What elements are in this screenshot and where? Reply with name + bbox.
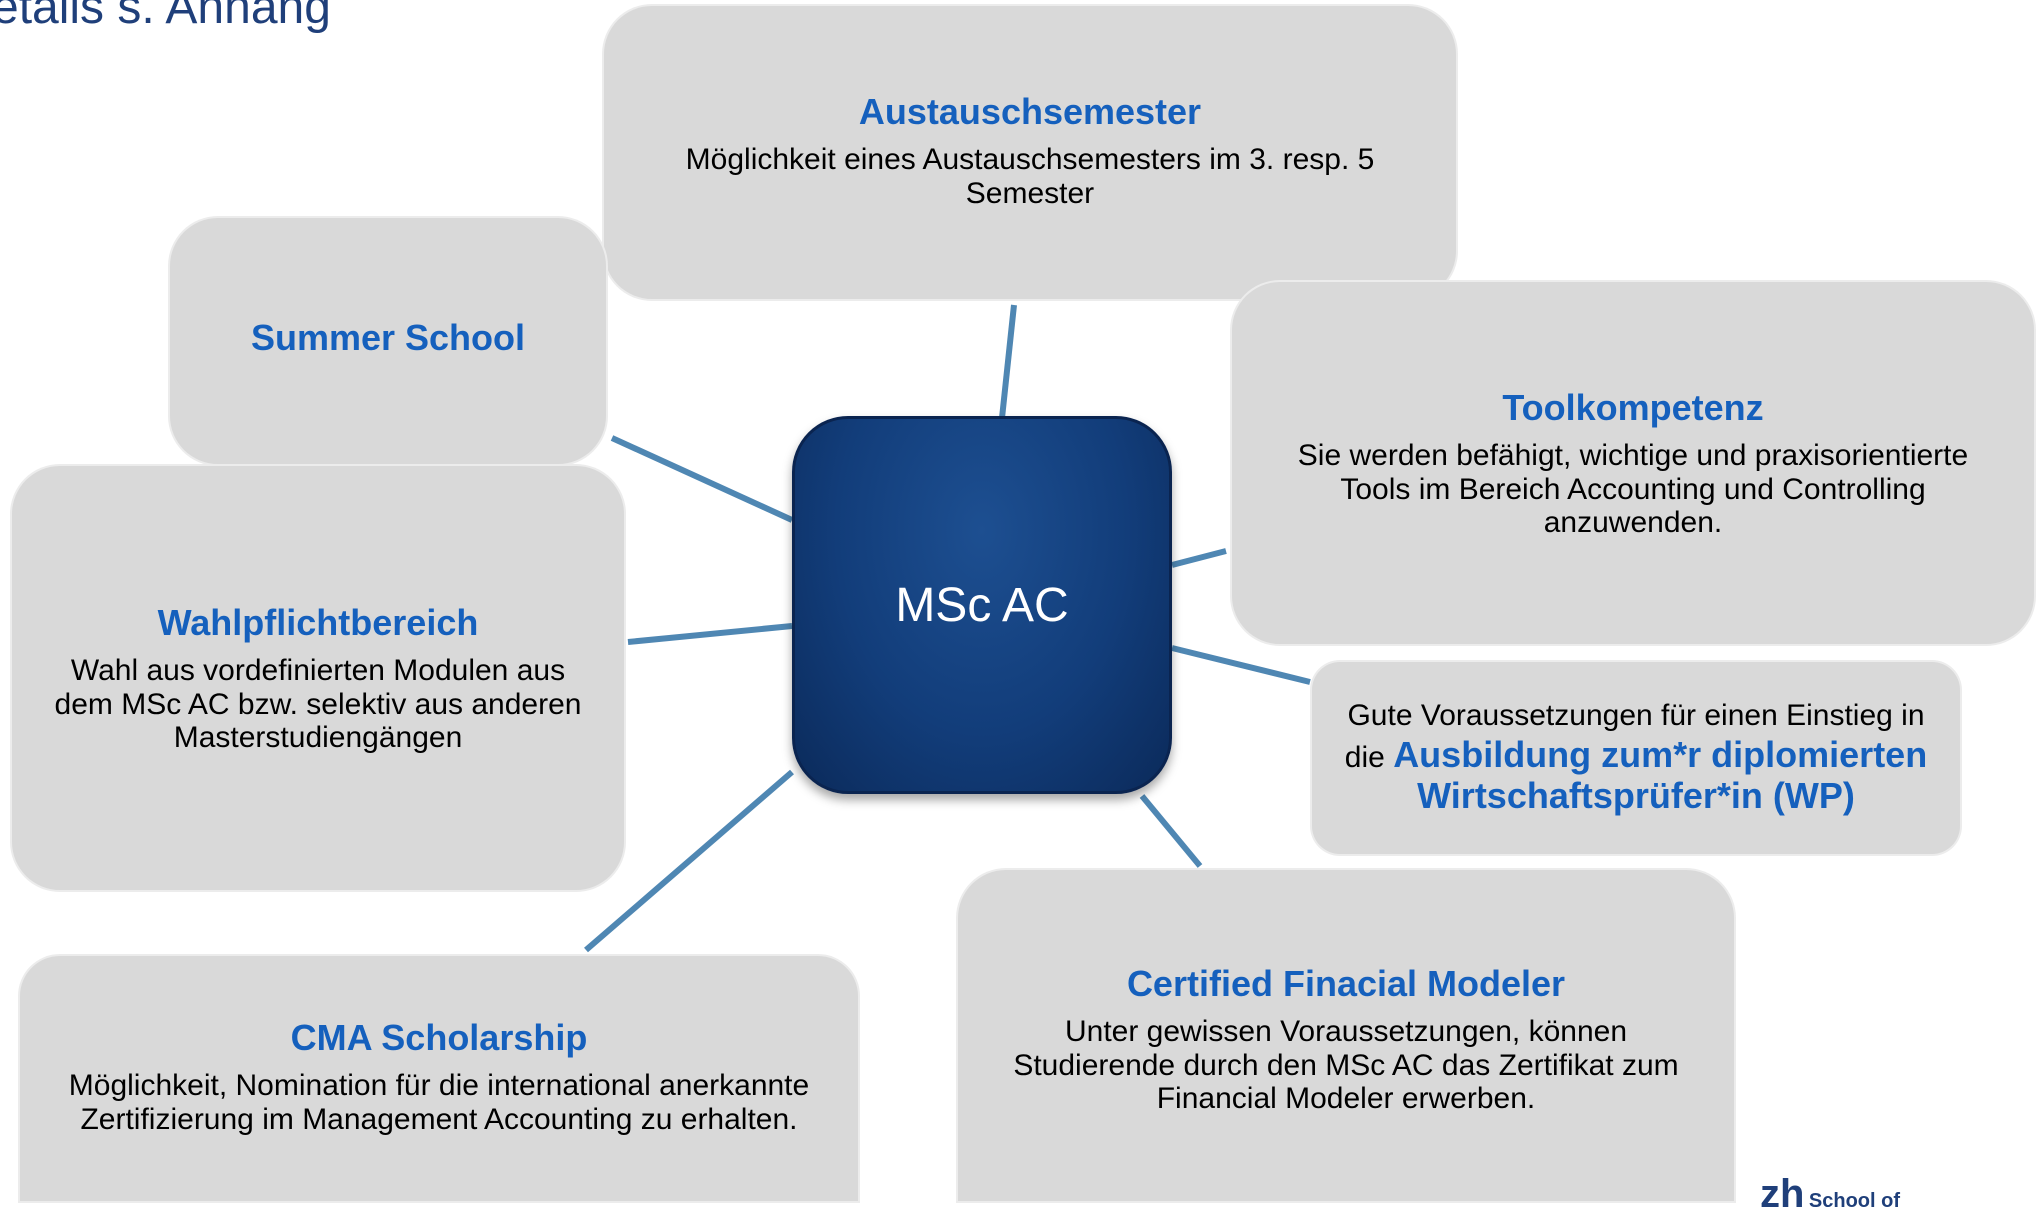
node-title: Toolkompetenz [1502, 387, 1764, 429]
wp-highlight: Ausbildung zum*r diplomierten Wirtschaft… [1393, 733, 1928, 817]
node-body: Unter gewissen Voraussetzungen, können S… [1013, 1015, 1679, 1116]
connector-cfm [1139, 794, 1203, 868]
node-summer-school: Summer School [170, 218, 606, 464]
node-body: Sie werden befähigt, wichtige und praxis… [1297, 439, 1969, 540]
connector-summer-school [610, 435, 794, 523]
logo: zh School of [1760, 1172, 1900, 1217]
node-body: Möglichkeit eines Austauschsemesters im … [685, 143, 1375, 210]
node-wp: Gute Voraussetzungen für einen Einstieg … [1312, 662, 1960, 854]
connector-wahlpflichtbereich [627, 623, 793, 645]
node-title: Summer School [250, 317, 526, 358]
page-heading: etails s. Anhang [0, 0, 331, 34]
wp-prefix: Gute Voraussetzungen für einen Einstieg … [1344, 699, 1925, 774]
connector-cma [584, 769, 794, 953]
center-label: MSc AC [895, 578, 1069, 632]
center-node-msc-ac: MSc AC [792, 416, 1172, 794]
connector-toolkompetenz [1171, 548, 1227, 568]
node-cfm: Certified Finacial Modeler Unter gewisse… [958, 870, 1734, 1201]
node-title: Certified Finacial Modeler [1126, 963, 1566, 1004]
node-cma: CMA Scholarship Möglichkeit, Nomination … [20, 956, 858, 1201]
connector-austauschsemester [999, 304, 1017, 419]
node-toolkompetenz: Toolkompetenz Sie werden befähigt, wicht… [1232, 282, 2034, 644]
logo-mark: zh [1760, 1172, 1805, 1216]
node-body: Möglichkeit, Nomination für die internat… [68, 1069, 810, 1136]
node-title: Austauschsemester [858, 91, 1202, 132]
logo-text: School of [1808, 1190, 1900, 1212]
node-wahlpflichtbereich: Wahlpflichtbereich Wahl aus vordefiniert… [12, 466, 624, 890]
node-body: Wahl aus vordefinierten Modulen aus dem … [54, 654, 582, 755]
wp-text: Gute Voraussetzungen für einen Einstieg … [1342, 699, 1930, 817]
connector-wp [1171, 645, 1311, 685]
node-austauschsemester: Austauschsemester Möglichkeit eines Aust… [604, 6, 1456, 299]
node-title: Wahlpflichtbereich [157, 602, 479, 644]
node-title: CMA Scholarship [290, 1017, 588, 1058]
